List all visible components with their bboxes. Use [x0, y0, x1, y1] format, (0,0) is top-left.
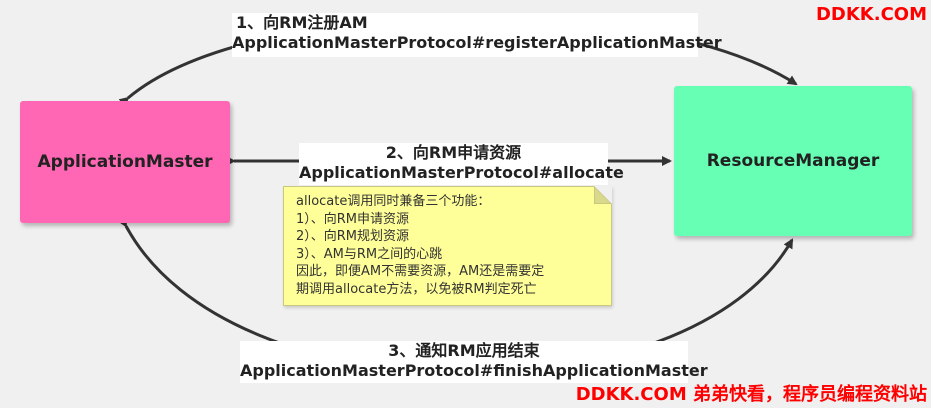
finish-edge-label: 3、通知RM应用结束 ApplicationMasterProtocol#fin… [240, 341, 708, 383]
allocate-step-title: 2、向RM申请资源 [385, 143, 522, 162]
watermark-bottom: DDKK.COM 弟弟快看，程序员编程资料站 [575, 384, 927, 405]
resource-manager-node: ResourceManager [674, 86, 912, 236]
allocate-note: allocate调用同时兼备三个功能： 1）、向RM申请资源 2）、向RM规划资… [283, 186, 612, 306]
note-fold-corner-icon [594, 186, 612, 204]
finish-step-title: 3、通知RM应用结束 [388, 341, 540, 360]
application-master-label: ApplicationMaster [37, 152, 213, 172]
allocate-edge-label: 2、向RM申请资源 ApplicationMasterProtocol#allo… [299, 143, 624, 185]
note-line: 3）、AM与RM之间的心跳 [296, 246, 443, 262]
resource-manager-label: ResourceManager [706, 151, 880, 171]
note-line: 1）、向RM申请资源 [296, 211, 410, 227]
note-line: allocate调用同时兼备三个功能： [296, 194, 491, 209]
allocate-method: ApplicationMasterProtocol#allocate [299, 163, 624, 182]
register-method: ApplicationMasterProtocol#registerApplic… [232, 33, 722, 52]
register-edge-label: 1、向RM注册AM ApplicationMasterProtocol#regi… [232, 13, 722, 57]
note-line: 期调用allocate方法，以免被RM判定死亡 [296, 281, 537, 297]
finish-method: ApplicationMasterProtocol#finishApplicat… [240, 361, 708, 380]
watermark-top: DDKK.COM [815, 4, 927, 25]
register-step-title: 1、向RM注册AM [236, 13, 368, 32]
note-line: 因此，即便AM不需要资源，AM还是需要定 [296, 264, 545, 279]
note-line: 2）、向RM规划资源 [296, 229, 410, 244]
application-master-node: ApplicationMaster [20, 101, 230, 223]
